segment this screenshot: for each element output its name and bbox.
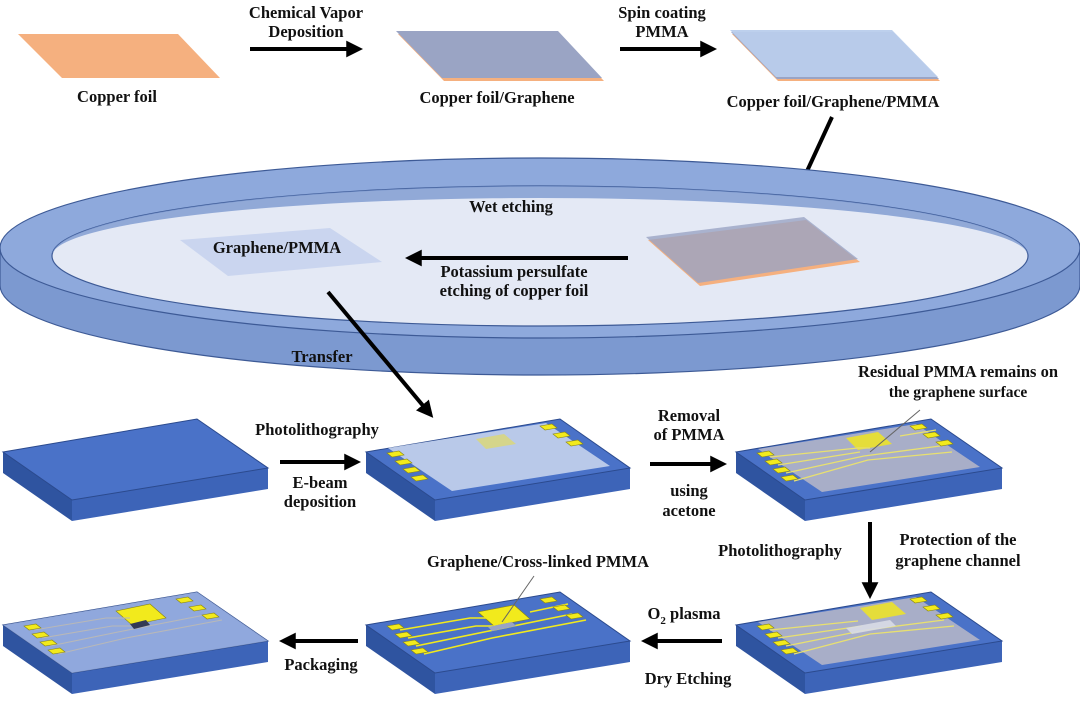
ebeam-label-1: E-beam	[293, 473, 348, 492]
device-packaged	[1, 591, 270, 694]
removal-label-1: Removal	[658, 406, 721, 425]
graphene-pmma-label: Graphene/PMMA	[213, 238, 341, 257]
blank-substrate	[1, 418, 270, 521]
graphene-pmma-floating	[180, 228, 382, 276]
o2-subscript: 2	[660, 615, 666, 627]
crosslinked-label: Graphene/Cross-linked PMMA	[427, 552, 649, 571]
device-residual-pmma	[734, 409, 1004, 521]
device-protected	[734, 591, 1004, 694]
o2-plasma-label: O2 plasma	[648, 604, 721, 627]
etching-label-1: Potassium persulfate	[440, 262, 587, 281]
spin-coat-label-1: Spin coating	[618, 3, 706, 22]
residual-label-1: Residual PMMA remains on	[858, 362, 1058, 381]
o2-letter: O	[648, 604, 661, 623]
using-label-2: acetone	[662, 501, 715, 520]
copper-graphene-label: Copper foil/Graphene	[419, 88, 574, 107]
cvd-label-1: Chemical Vapor	[249, 3, 363, 22]
protection-label-2: graphene channel	[895, 551, 1021, 570]
copper-foil-sheet	[18, 34, 220, 78]
packaging-label: Packaging	[284, 655, 358, 674]
ebeam-label-2: deposition	[284, 492, 356, 511]
removal-label-2: of PMMA	[653, 425, 724, 444]
copper-graphene-sheet	[396, 31, 604, 81]
copper-foil-label: Copper foil	[77, 87, 157, 106]
cvd-label-2: Deposition	[268, 22, 343, 41]
photolithography-label: Photolithography	[255, 420, 380, 439]
dry-etching-label: Dry Etching	[645, 669, 732, 688]
protection-label-1: Protection of the	[900, 530, 1017, 549]
o2-plasma-suffix: plasma	[666, 604, 721, 623]
spin-coat-label-2: PMMA	[635, 22, 688, 41]
wet-etching-label: Wet etching	[469, 197, 554, 216]
transfer-arrow	[326, 290, 434, 418]
etching-label-2: etching of copper foil	[440, 281, 589, 300]
copper-graphene-pmma-label: Copper foil/Graphene/PMMA	[727, 92, 940, 111]
device-transferred	[364, 418, 632, 521]
residual-label-2: the graphene surface	[889, 384, 1028, 401]
photolithography-2-label: Photolithography	[718, 541, 843, 560]
transfer-label: Transfer	[291, 347, 352, 366]
using-label-1: using	[670, 481, 708, 500]
copper-graphene-pmma-sheet	[730, 30, 940, 81]
foil-in-solution	[646, 217, 860, 286]
device-crosslinked	[364, 575, 632, 694]
